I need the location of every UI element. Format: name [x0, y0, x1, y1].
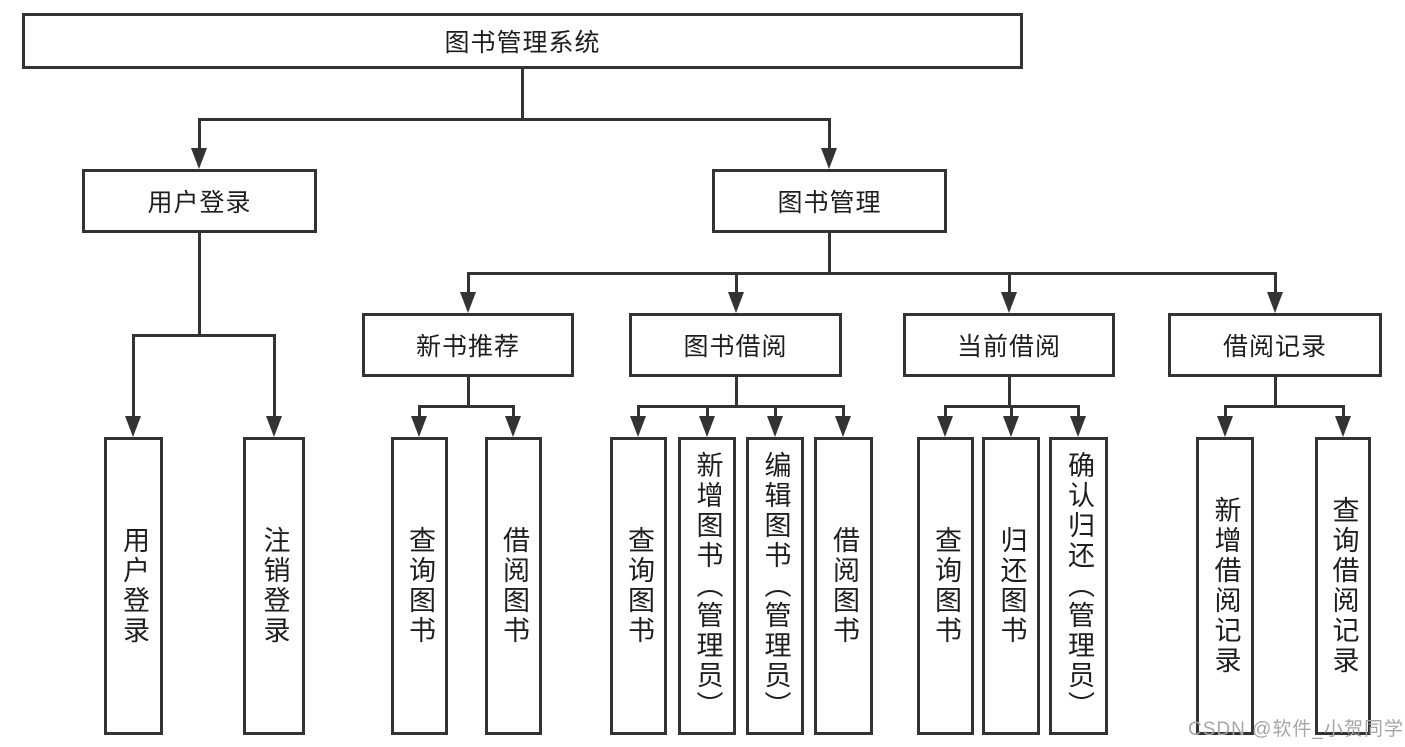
node-label: 新书推荐	[415, 333, 520, 361]
node-label: 借阅图书	[829, 526, 859, 646]
connector-drop	[1223, 406, 1227, 418]
connector-drop	[636, 406, 640, 418]
node-label: 归还图书	[996, 526, 1027, 646]
connector-drop	[272, 335, 276, 418]
watermark: CSDN @软件_小贺同学	[1188, 719, 1404, 740]
node-label: 借阅记录	[1222, 333, 1327, 361]
node-return-books: 归还图书	[982, 437, 1040, 735]
node-book-management-module: 图书管理	[712, 169, 947, 233]
node-label: 查询图书	[405, 526, 435, 646]
arrow-down-icon	[835, 416, 851, 437]
connector-drop	[705, 406, 709, 418]
connector-bar	[197, 117, 831, 121]
node-add-books-admin: 新增图书（管理员）	[678, 437, 736, 735]
connector-stem	[1273, 377, 1277, 408]
connector-drop	[841, 406, 845, 418]
node-label: 新增图书（管理员）	[692, 451, 723, 721]
node-label: 编辑图书（管理员）	[760, 451, 791, 721]
node-label: 新增借阅记录	[1210, 496, 1241, 676]
node-label: 图书借阅	[683, 333, 788, 361]
arrow-down-icon	[125, 416, 141, 437]
node-library-management-system: 图书管理系统	[22, 13, 1023, 69]
arrow-down-icon	[1003, 416, 1019, 437]
arrow-down-icon	[699, 416, 715, 437]
node-logout-leaf: 注销登录	[243, 437, 305, 735]
connector-drop	[1273, 273, 1277, 294]
arrow-down-icon	[1070, 416, 1086, 437]
arrow-down-icon	[937, 416, 953, 437]
arrow-down-icon	[767, 416, 783, 437]
node-query-books-recommend: 查询图书	[391, 437, 448, 735]
node-user-login-leaf: 用户登录	[104, 437, 163, 735]
arrow-down-icon	[411, 416, 427, 437]
connector-stem	[734, 377, 738, 408]
connector-bar	[1223, 404, 1345, 408]
connector-drop	[1007, 273, 1011, 294]
connector-stem	[520, 69, 524, 121]
node-borrowing-records: 借阅记录	[1168, 313, 1382, 377]
arrow-down-icon	[191, 148, 207, 169]
connector-bar	[466, 271, 1277, 275]
arrow-down-icon	[460, 292, 476, 313]
node-query-books-current: 查询图书	[917, 437, 974, 735]
connector-stem	[827, 233, 831, 275]
node-label: 用户登录	[119, 526, 149, 646]
node-label: 查询借阅记录	[1328, 496, 1359, 676]
connector-drop	[734, 273, 738, 294]
arrow-down-icon	[728, 292, 744, 313]
node-label: 图书管理系统	[444, 29, 601, 57]
node-add-borrowing-record: 新增借阅记录	[1196, 437, 1254, 735]
node-query-books-borrowing: 查询图书	[610, 437, 667, 735]
connector-drop	[511, 406, 515, 418]
connector-stem	[1007, 377, 1011, 408]
connector-drop	[1076, 406, 1080, 418]
arrow-down-icon	[1001, 292, 1017, 313]
connector-bar	[636, 404, 845, 408]
node-label: 当前借阅	[956, 333, 1061, 361]
node-label: 用户登录	[147, 189, 252, 217]
node-label: 注销登录	[259, 526, 290, 646]
node-label: 确认归还（管理员）	[1064, 451, 1094, 721]
node-borrow-books-recommend: 借阅图书	[485, 437, 542, 735]
connector-drop	[466, 273, 470, 294]
node-book-borrowing: 图书借阅	[629, 313, 842, 377]
arrow-down-icon	[1217, 416, 1233, 437]
connector-stem	[197, 233, 201, 337]
arrow-down-icon	[266, 416, 282, 437]
connector-bar	[417, 404, 515, 408]
connector-drop	[131, 335, 135, 418]
node-current-borrowing: 当前借阅	[903, 313, 1115, 377]
connector-drop	[943, 406, 947, 418]
connector-drop	[827, 119, 831, 150]
arrow-down-icon	[821, 148, 837, 169]
connector-drop	[1341, 406, 1345, 418]
connector-drop	[1009, 406, 1013, 418]
node-label: 借阅图书	[499, 526, 529, 646]
node-label: 查询图书	[931, 526, 961, 646]
node-new-book-recommendation: 新书推荐	[362, 313, 574, 377]
arrow-down-icon	[1267, 292, 1283, 313]
arrow-down-icon	[630, 416, 646, 437]
connector-drop	[417, 406, 421, 418]
node-confirm-return-admin: 确认归还（管理员）	[1049, 437, 1108, 735]
node-query-borrowing-record: 查询借阅记录	[1315, 437, 1371, 735]
arrow-down-icon	[505, 416, 521, 437]
node-borrow-books-leaf: 借阅图书	[814, 437, 873, 735]
node-label: 图书管理	[777, 189, 882, 217]
connector-stem	[466, 377, 470, 408]
arrow-down-icon	[1335, 416, 1351, 437]
node-user-login-module: 用户登录	[82, 169, 317, 233]
node-edit-books-admin: 编辑图书（管理员）	[746, 437, 804, 735]
connector-drop	[197, 119, 201, 150]
connector-bar	[131, 333, 276, 337]
connector-drop	[773, 406, 777, 418]
node-label: 查询图书	[624, 526, 654, 646]
